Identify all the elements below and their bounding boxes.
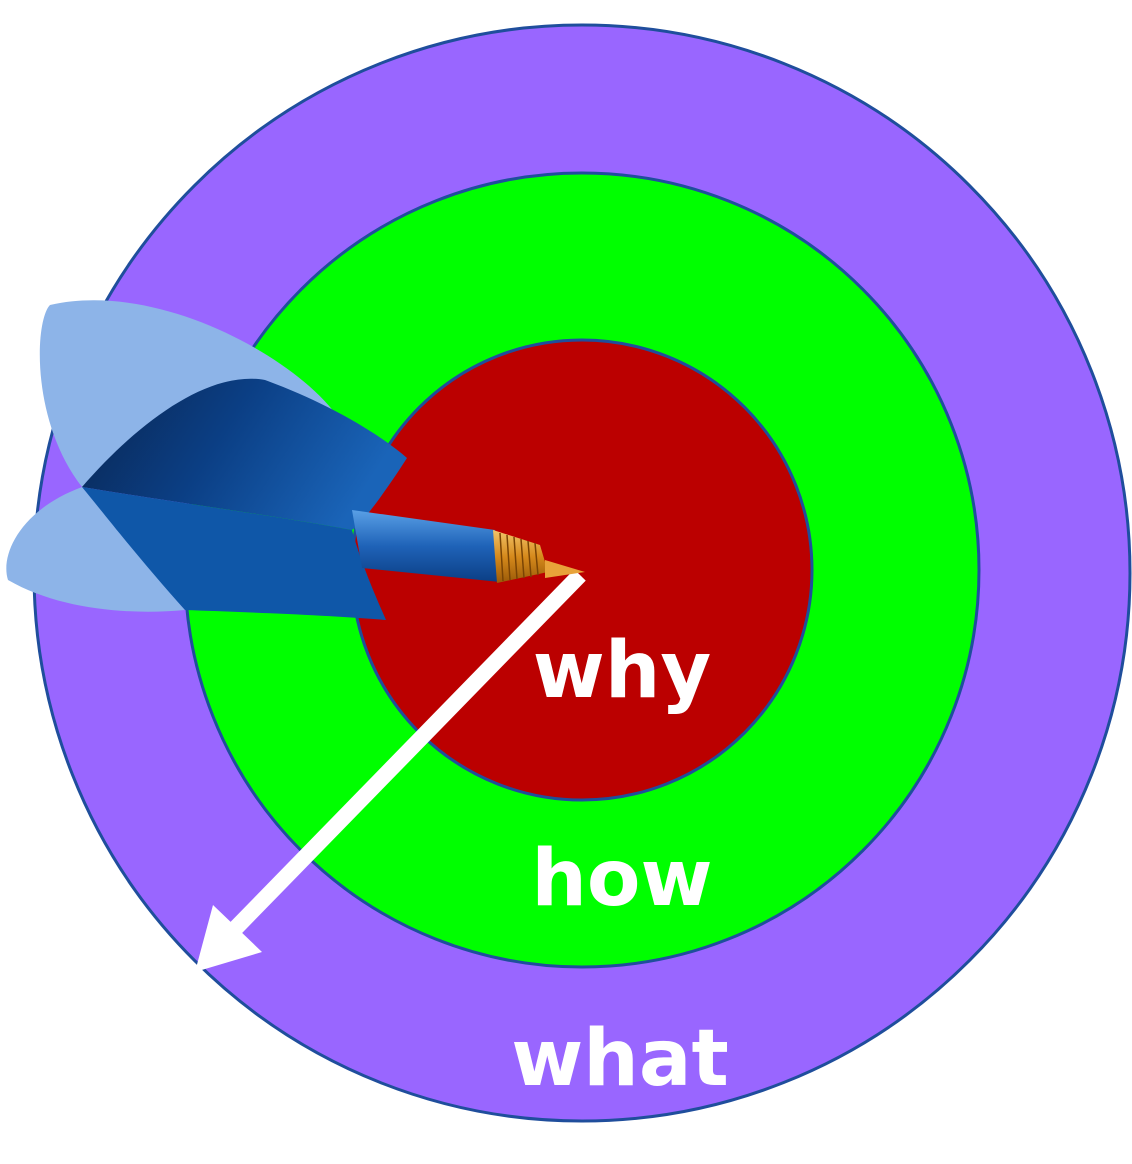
label-why: why [533,626,711,716]
arrow-down-left-icon [195,569,586,972]
label-what: what [511,1014,729,1104]
label-how: how [531,834,712,924]
dart-icon [6,300,585,620]
